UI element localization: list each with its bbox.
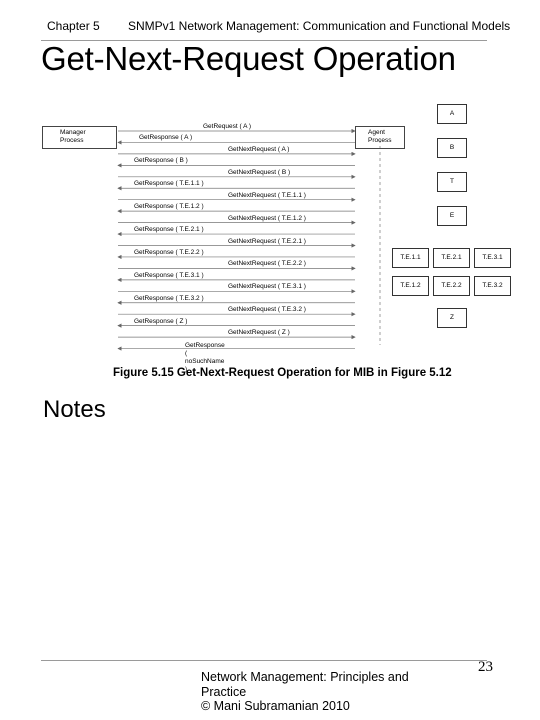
footer-rule [41, 660, 487, 661]
mib-node-te11: T.E.1.1 [392, 248, 429, 268]
message-label-4: GetResponse ( B ) [134, 157, 188, 165]
mib-node-te12: T.E.1.2 [392, 276, 429, 296]
header-subtitle: SNMPv1 Network Management: Communication… [128, 19, 511, 33]
footer-book-title: Network Management: Principles and Pract… [201, 670, 409, 699]
mib-node-te32: T.E.3.2 [474, 276, 511, 296]
manager-process-box [42, 126, 117, 149]
message-label-9: GetNextRequest ( T.E.1.2 ) [228, 214, 306, 222]
mib-node-b: B [437, 138, 467, 158]
footer-book: Network Management: Principles and Pract… [201, 670, 421, 714]
message-label-5: GetNextRequest ( B ) [228, 168, 291, 176]
mib-node-te21: T.E.2.1 [433, 248, 470, 268]
message-label-11: GetNextRequest ( T.E.2.1 ) [228, 237, 306, 245]
agent-process-label: Agent Process [368, 129, 392, 144]
slide-title: Get-Next-Request Operation [41, 40, 456, 77]
message-label-19: GetNextRequest ( Z ) [228, 329, 290, 337]
message-label-2: GetResponse ( A ) [139, 134, 193, 142]
notes-heading: Notes [43, 396, 106, 423]
mib-node-te31: T.E.3.1 [474, 248, 511, 268]
mib-node-e: E [437, 206, 467, 226]
mib-node-te22: T.E.2.2 [433, 276, 470, 296]
manager-process-label: Manager Process [60, 129, 86, 144]
message-label-12: GetResponse ( T.E.2.2 ) [134, 248, 204, 256]
message-label-3: GetNextRequest ( A ) [228, 145, 290, 153]
figure-caption: Figure 5.15 Get-Next-Request Operation f… [113, 367, 452, 379]
message-label-1: GetRequest ( A ) [203, 123, 252, 130]
mib-node-t: T [437, 172, 467, 192]
message-label-8: GetResponse ( T.E.1.2 ) [134, 203, 204, 211]
message-label-17: GetNextRequest ( T.E.3.2 ) [228, 306, 306, 314]
page-number: 23 [478, 659, 493, 675]
mib-node-z: Z [437, 308, 467, 328]
message-label-16: GetResponse ( T.E.3.2 ) [134, 294, 204, 302]
message-label-13: GetNextRequest ( T.E.2.2 ) [228, 260, 306, 268]
message-label-6: GetResponse ( T.E.1.1 ) [134, 180, 204, 188]
message-label-15: GetNextRequest ( T.E.3.1 ) [228, 283, 306, 291]
agent-process-box [355, 126, 405, 149]
message-label-14: GetResponse ( T.E.3.1 ) [134, 271, 204, 279]
header-rule [41, 40, 487, 41]
message-label-10: GetResponse ( T.E.2.1 ) [134, 226, 204, 234]
mib-node-a: A [437, 104, 467, 124]
message-label-18: GetResponse ( Z ) [134, 317, 188, 325]
message-label-7: GetNextRequest ( T.E.1.1 ) [228, 191, 306, 199]
chapter-label: Chapter 5 [47, 19, 100, 33]
message-label-20: GetResponse ( noSuchName ) [185, 341, 225, 373]
footer-copyright: © Mani Subramanian 2010 [201, 699, 350, 713]
